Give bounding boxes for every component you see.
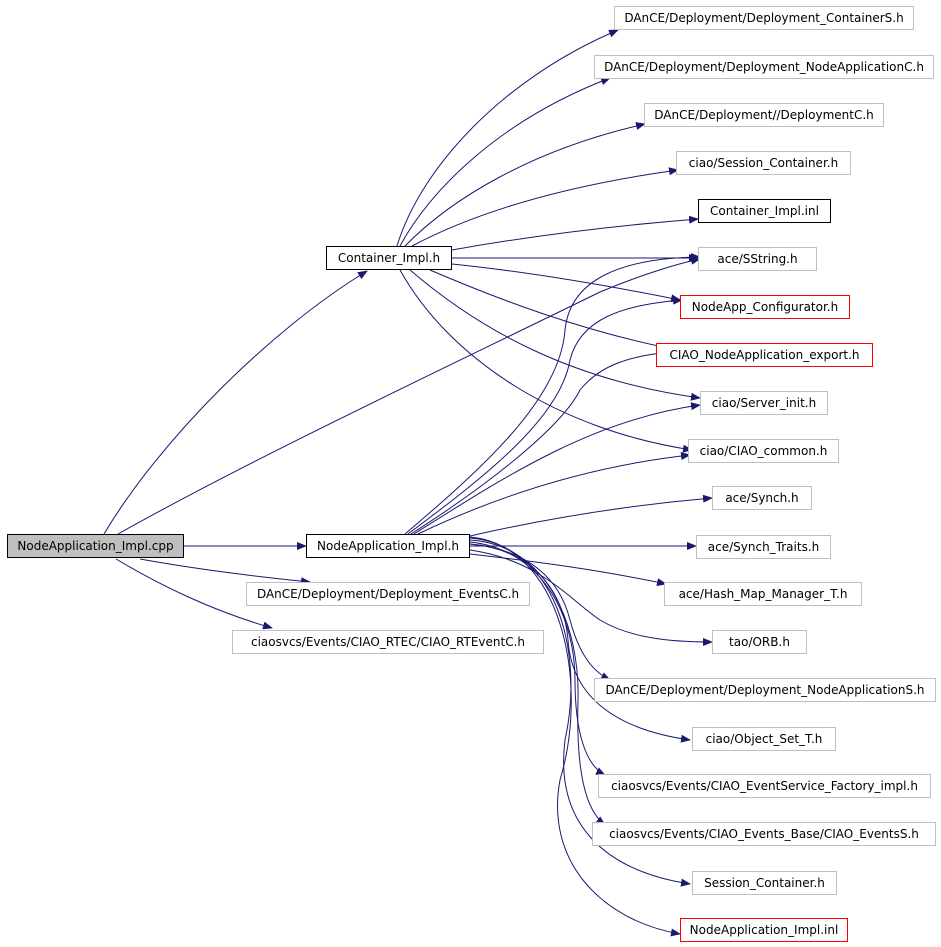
container-impl-h-label: Container_Impl.h: [337, 251, 441, 265]
tao-orb-label: tao/ORB.h: [729, 635, 790, 649]
nodeapp-configurator-node[interactable]: NodeApp_Configurator.h: [680, 295, 850, 319]
ciao-server-init-node: ciao/Server_init.h: [700, 391, 828, 415]
ace-hash-map-manager-label: ace/Hash_Map_Manager_T.h: [678, 587, 848, 601]
ciao-nodeapplication-export-label: CIAO_NodeApplication_export.h: [669, 348, 860, 362]
ace-synch-label: ace/Synch.h: [725, 491, 799, 505]
ciao-common-node: ciao/CIAO_common.h: [688, 439, 839, 463]
edge-container-to-nodeapplication-export: [429, 269, 669, 351]
edge-container-to-deployment-nodeapplicationc: [399, 77, 611, 247]
edge-nodeapp-to-tao-orb: [469, 549, 713, 646]
ace-hash-map-manager-node: ace/Hash_Map_Manager_T.h: [664, 582, 862, 606]
session-container-label: Session_Container.h: [704, 876, 825, 890]
edge-nodeapp-to-deployment-nodeapplications: [469, 543, 611, 681]
nodeapplication-impl-h-node[interactable]: NodeApplication_Impl.h: [306, 534, 470, 558]
container-impl-inl-node[interactable]: Container_Impl.inl: [698, 199, 831, 223]
deploymentc-label: DAnCE/Deployment//DeploymentC.h: [654, 108, 874, 122]
ciao-eventss-node: ciaosvcs/Events/CIAO_Events_Base/CIAO_Ev…: [592, 822, 936, 846]
edge-root-to-rteventc: [115, 558, 273, 630]
edge-root-to-deployment-eventsc: [139, 558, 311, 586]
session-container-node: Session_Container.h: [692, 871, 837, 895]
ciao-session-container-label: ciao/Session_Container.h: [688, 156, 839, 170]
rteventc-node: ciaosvcs/Events/CIAO_RTEC/CIAO_RTEventC.…: [232, 630, 544, 654]
rteventc-label: ciaosvcs/Events/CIAO_RTEC/CIAO_RTEventC.…: [250, 635, 526, 649]
ciao-eventss-label: ciaosvcs/Events/CIAO_Events_Base/CIAO_Ev…: [609, 827, 919, 841]
edge-nodeapp-to-ace-hash-map-manager: [469, 553, 667, 587]
ciao-server-init-label: ciao/Server_init.h: [711, 396, 817, 410]
ace-synch-node: ace/Synch.h: [712, 486, 812, 510]
edge-nodeapp-to-ace-synch: [469, 494, 713, 537]
ace-synch-traits-node: ace/Synch_Traits.h: [696, 535, 831, 559]
container-impl-h-node[interactable]: Container_Impl.h: [326, 246, 452, 270]
edge-root-to-container-impl-h: [103, 270, 368, 535]
deployment-nodeapplications-node: DAnCE/Deployment/Deployment_NodeApplicat…: [594, 678, 936, 702]
deployment-nodeapplicationc-node: DAnCE/Deployment/Deployment_NodeApplicat…: [594, 55, 934, 79]
root-file-label: NodeApplication_Impl.cpp: [17, 539, 174, 553]
deployment-containers-label: DAnCE/Deployment/Deployment_ContainerS.h: [624, 11, 904, 25]
ciao-session-container-node: ciao/Session_Container.h: [676, 151, 851, 175]
edge-nodeapp-to-ace-sstring: [404, 253, 701, 535]
ciao-object-set-label: ciao/Object_Set_T.h: [705, 732, 823, 746]
deploymentc-node: DAnCE/Deployment//DeploymentC.h: [644, 103, 884, 127]
edge-nodeapp-to-eventservice-factory-impl: [469, 541, 606, 776]
nodeapplication-impl-inl-node[interactable]: NodeApplication_Impl.inl: [680, 918, 848, 942]
ace-sstring-label: ace/SString.h: [717, 252, 798, 266]
ciao-common-label: ciao/CIAO_common.h: [699, 444, 828, 458]
container-impl-inl-label: Container_Impl.inl: [710, 204, 819, 218]
eventservice-factory-impl-node: ciaosvcs/Events/CIAO_EventService_Factor…: [598, 774, 931, 798]
deployment-eventsc-label: DAnCE/Deployment/Deployment_EventsC.h: [256, 587, 520, 601]
ciao-object-set-node: ciao/Object_Set_T.h: [692, 727, 836, 751]
deployment-nodeapplications-label: DAnCE/Deployment/Deployment_NodeApplicat…: [605, 683, 925, 697]
deployment-nodeapplicationc-label: DAnCE/Deployment/Deployment_NodeApplicat…: [604, 60, 924, 74]
edge-nodeapp-to-session-container: [469, 537, 691, 887]
edge-root-to-ace-sstring: [117, 256, 701, 535]
edge-nodeapp-to-nodeapplication-export: [410, 348, 671, 535]
root-file-node[interactable]: NodeApplication_Impl.cpp: [7, 534, 184, 558]
edge-nodeapp-to-nodeapp-impl-inl: [469, 536, 681, 937]
deployment-eventsc-node: DAnCE/Deployment/Deployment_EventsC.h: [246, 582, 530, 606]
ace-sstring-node: ace/SString.h: [698, 247, 817, 271]
edge-nodeapp-to-nodeapp-configurator: [407, 296, 683, 535]
tao-orb-node: tao/ORB.h: [712, 630, 807, 654]
edge-container-to-ciao-common: [399, 269, 693, 453]
nodeapp-configurator-label: NodeApp_Configurator.h: [691, 300, 839, 314]
edge-container-to-container-impl-inl: [451, 215, 699, 251]
nodeapplication-impl-inl-label: NodeApplication_Impl.inl: [689, 923, 839, 937]
edge-container-to-session-container-ciao: [411, 167, 679, 247]
nodeapplication-impl-h-label: NodeApplication_Impl.h: [317, 539, 459, 553]
ciao-nodeapplication-export-node[interactable]: CIAO_NodeApplication_export.h: [656, 343, 873, 367]
edge-container-to-deployment-containers: [396, 29, 619, 247]
edge-container-to-deploymentc: [404, 122, 646, 247]
edge-nodeapp-to-server-init: [413, 402, 701, 535]
deployment-containers-node: DAnCE/Deployment/Deployment_ContainerS.h: [614, 6, 914, 30]
edge-nodeapp-to-ciao-common: [417, 452, 691, 535]
eventservice-factory-impl-label: ciaosvcs/Events/CIAO_EventService_Factor…: [611, 779, 918, 793]
edge-container-to-server-init: [409, 269, 701, 401]
edge-container-to-nodeapp-configurator: [451, 263, 681, 303]
ace-synch-traits-label: ace/Synch_Traits.h: [707, 540, 820, 554]
